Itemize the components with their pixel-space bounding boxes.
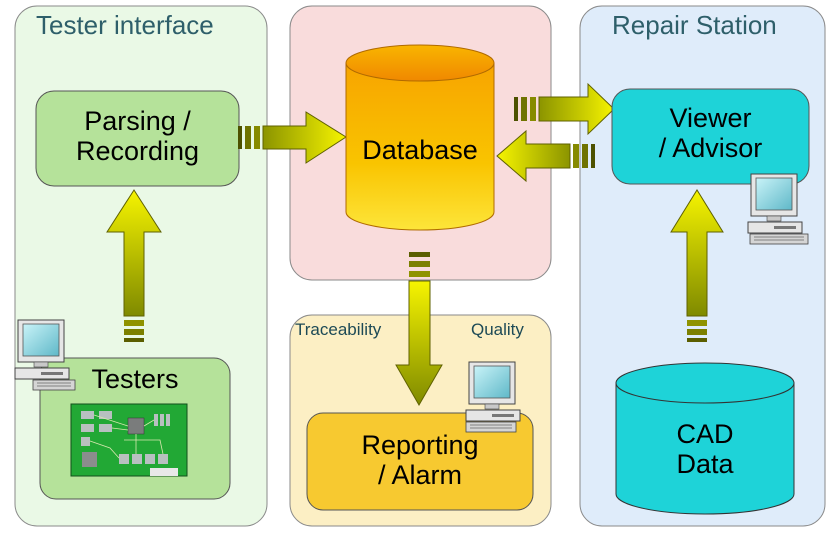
reporting-alarm-label: Reporting / Alarm [361, 430, 479, 491]
arrow-database-to-reporting [395, 252, 443, 407]
tester-interface-title: Tester interface [36, 10, 214, 40]
viewer-advisor-label: Viewer / Advisor [658, 103, 763, 164]
cad-data-cylinder [615, 362, 795, 515]
repair-station-title: Repair Station [612, 10, 777, 40]
arrow-cad-to-viewer [670, 189, 724, 342]
arrow-testers-to-parsing [106, 189, 162, 342]
reporting-computer-icon [465, 361, 521, 433]
cad-data-label: CAD Data [676, 419, 734, 480]
quality-label: Quality [471, 320, 524, 339]
reporting-alarm-box [306, 412, 534, 511]
traceability-label: Traceability [295, 320, 382, 339]
arrow-viewer-to-database [496, 129, 595, 183]
database-cylinder [345, 44, 495, 231]
database-label: Database [362, 135, 478, 165]
testers-label: Testers [91, 364, 179, 394]
tester-computer-icon [14, 319, 76, 391]
arrow-parsing-to-database [238, 111, 347, 164]
parsing-recording-label: Parsing / Recording [75, 106, 200, 167]
arrow-database-to-viewer [514, 82, 615, 136]
circuit-board-icon [70, 403, 188, 477]
viewer-computer-icon [747, 173, 809, 245]
viewer-advisor-box [611, 88, 810, 185]
